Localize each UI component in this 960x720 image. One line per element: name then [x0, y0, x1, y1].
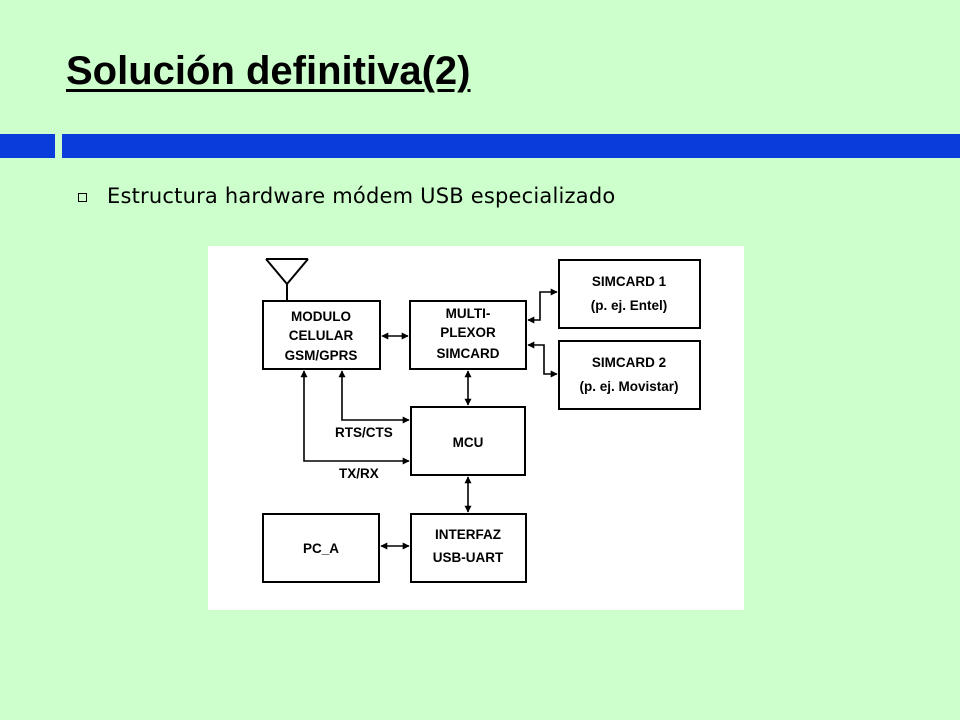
label-modulo-line3: GSM/GPRS	[285, 348, 358, 363]
label-modulo-line2: CELULAR	[289, 328, 354, 343]
label-modulo-line1: MODULO	[291, 309, 351, 324]
link-multiplexor-simcard2	[527, 341, 558, 378]
label-multiplexor-line1: MULTI-	[446, 306, 491, 321]
block-pc	[262, 513, 380, 583]
accent-bar-left	[0, 134, 55, 158]
link-rts-cts	[338, 370, 410, 424]
block-mcu	[410, 406, 526, 476]
hardware-block-diagram: MODULO CELULAR GSM/GPRS MULTI- PLEXOR SI…	[208, 246, 744, 610]
label-rts-cts: RTS/CTS	[335, 425, 393, 440]
label-simcard1-line1: SIMCARD 1	[592, 274, 667, 289]
label-interfaz-line1: INTERFAZ	[435, 527, 501, 542]
label-multiplexor-line3: SIMCARD	[437, 346, 500, 361]
label-interfaz-line2: USB-UART	[433, 550, 504, 565]
label-multiplexor-line2: PLEXOR	[440, 325, 496, 340]
block-modulo-celular	[262, 300, 381, 370]
block-multiplexor	[409, 300, 527, 370]
block-simcard-1	[558, 259, 701, 329]
block-simcard-2	[558, 340, 701, 410]
slide-title: Solución definitiva(2)	[66, 49, 471, 93]
label-tx-rx: TX/RX	[339, 466, 379, 481]
label-pc: PC_A	[303, 541, 339, 556]
label-simcard1-line2: (p. ej. Entel)	[591, 298, 668, 313]
block-interfaz	[410, 513, 527, 583]
link-tx-rx	[300, 370, 410, 465]
label-mcu: MCU	[453, 435, 484, 450]
label-simcard2-line2: (p. ej. Movistar)	[579, 379, 678, 394]
antenna-icon	[265, 258, 309, 301]
bullet-item: Estructura hardware módem USB especializ…	[78, 178, 615, 214]
link-multiplexor-simcard1	[527, 288, 558, 324]
block-diagram-svg: MODULO CELULAR GSM/GPRS MULTI- PLEXOR SI…	[262, 258, 701, 583]
square-bullet-icon	[78, 192, 87, 202]
bullet-text: Estructura hardware módem USB especializ…	[107, 184, 616, 208]
accent-bar-right	[62, 134, 960, 158]
label-simcard2-line1: SIMCARD 2	[592, 355, 666, 370]
